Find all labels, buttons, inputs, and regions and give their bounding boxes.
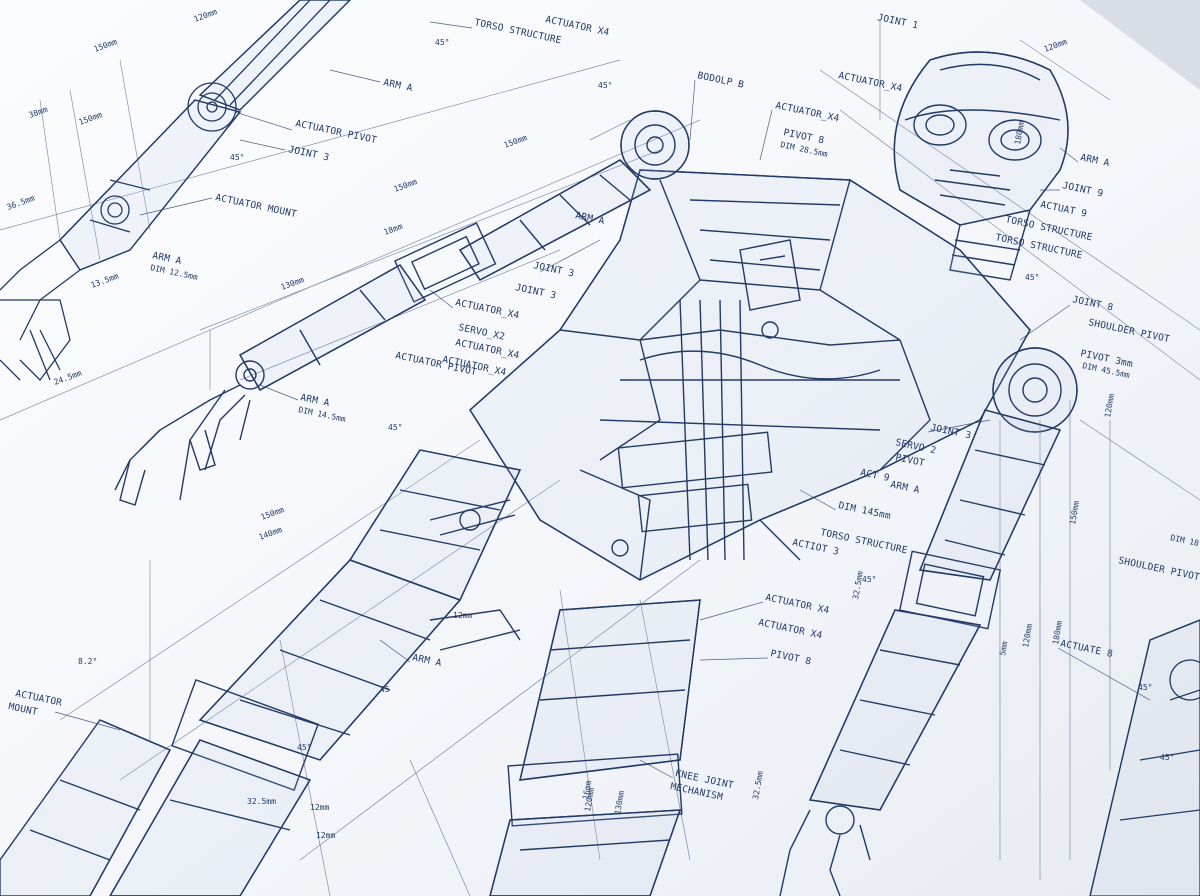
dimension-value: 150mm [1068, 500, 1081, 525]
left-arm-partial [0, 0, 351, 381]
dimension-value: 130mm [613, 790, 626, 815]
dimension-value: 180mm [1013, 120, 1026, 145]
dimension-value: 45° [388, 423, 402, 432]
dimension-value: 45° [1160, 753, 1174, 762]
dimension-value: 5mm [998, 640, 1009, 656]
dimension-value: 12mm [453, 611, 472, 620]
dimension-value: 12mm [316, 831, 335, 840]
dimension-value: 120mm [583, 787, 596, 812]
dimension-value: 45° [297, 743, 311, 752]
paper-margin-shadow [1080, 0, 1200, 90]
robot-legs [0, 449, 701, 896]
robot-head [893, 51, 1069, 281]
dimension-value: 45° [1025, 273, 1039, 282]
dimension-value: 45° [598, 81, 612, 90]
dimension-value: 45° [435, 38, 449, 47]
dimension-value: 32.5mm [247, 797, 276, 806]
robot-right-arm [779, 347, 1078, 896]
callout-leader-lines [54, 21, 1151, 779]
dimension-value: 16mm [581, 780, 593, 801]
dimension-value: 45° [230, 153, 244, 162]
dimension-value: 45 [380, 685, 390, 694]
dimension-value: 120mm [1103, 393, 1116, 418]
dimension-value: 8.2° [78, 657, 97, 666]
dimension-value: 45° [1138, 683, 1152, 692]
dimension-value: 120mm [1021, 623, 1034, 648]
right-edge-partial-limb [1089, 619, 1200, 896]
dimension-value: 45° [862, 575, 876, 584]
dimension-value: 180mm [1051, 620, 1064, 645]
dimension-value: 12mm [310, 803, 329, 812]
robot-left-arm [114, 110, 690, 506]
dimension-line-grid [0, 20, 1200, 896]
robot-torso [469, 169, 1031, 581]
